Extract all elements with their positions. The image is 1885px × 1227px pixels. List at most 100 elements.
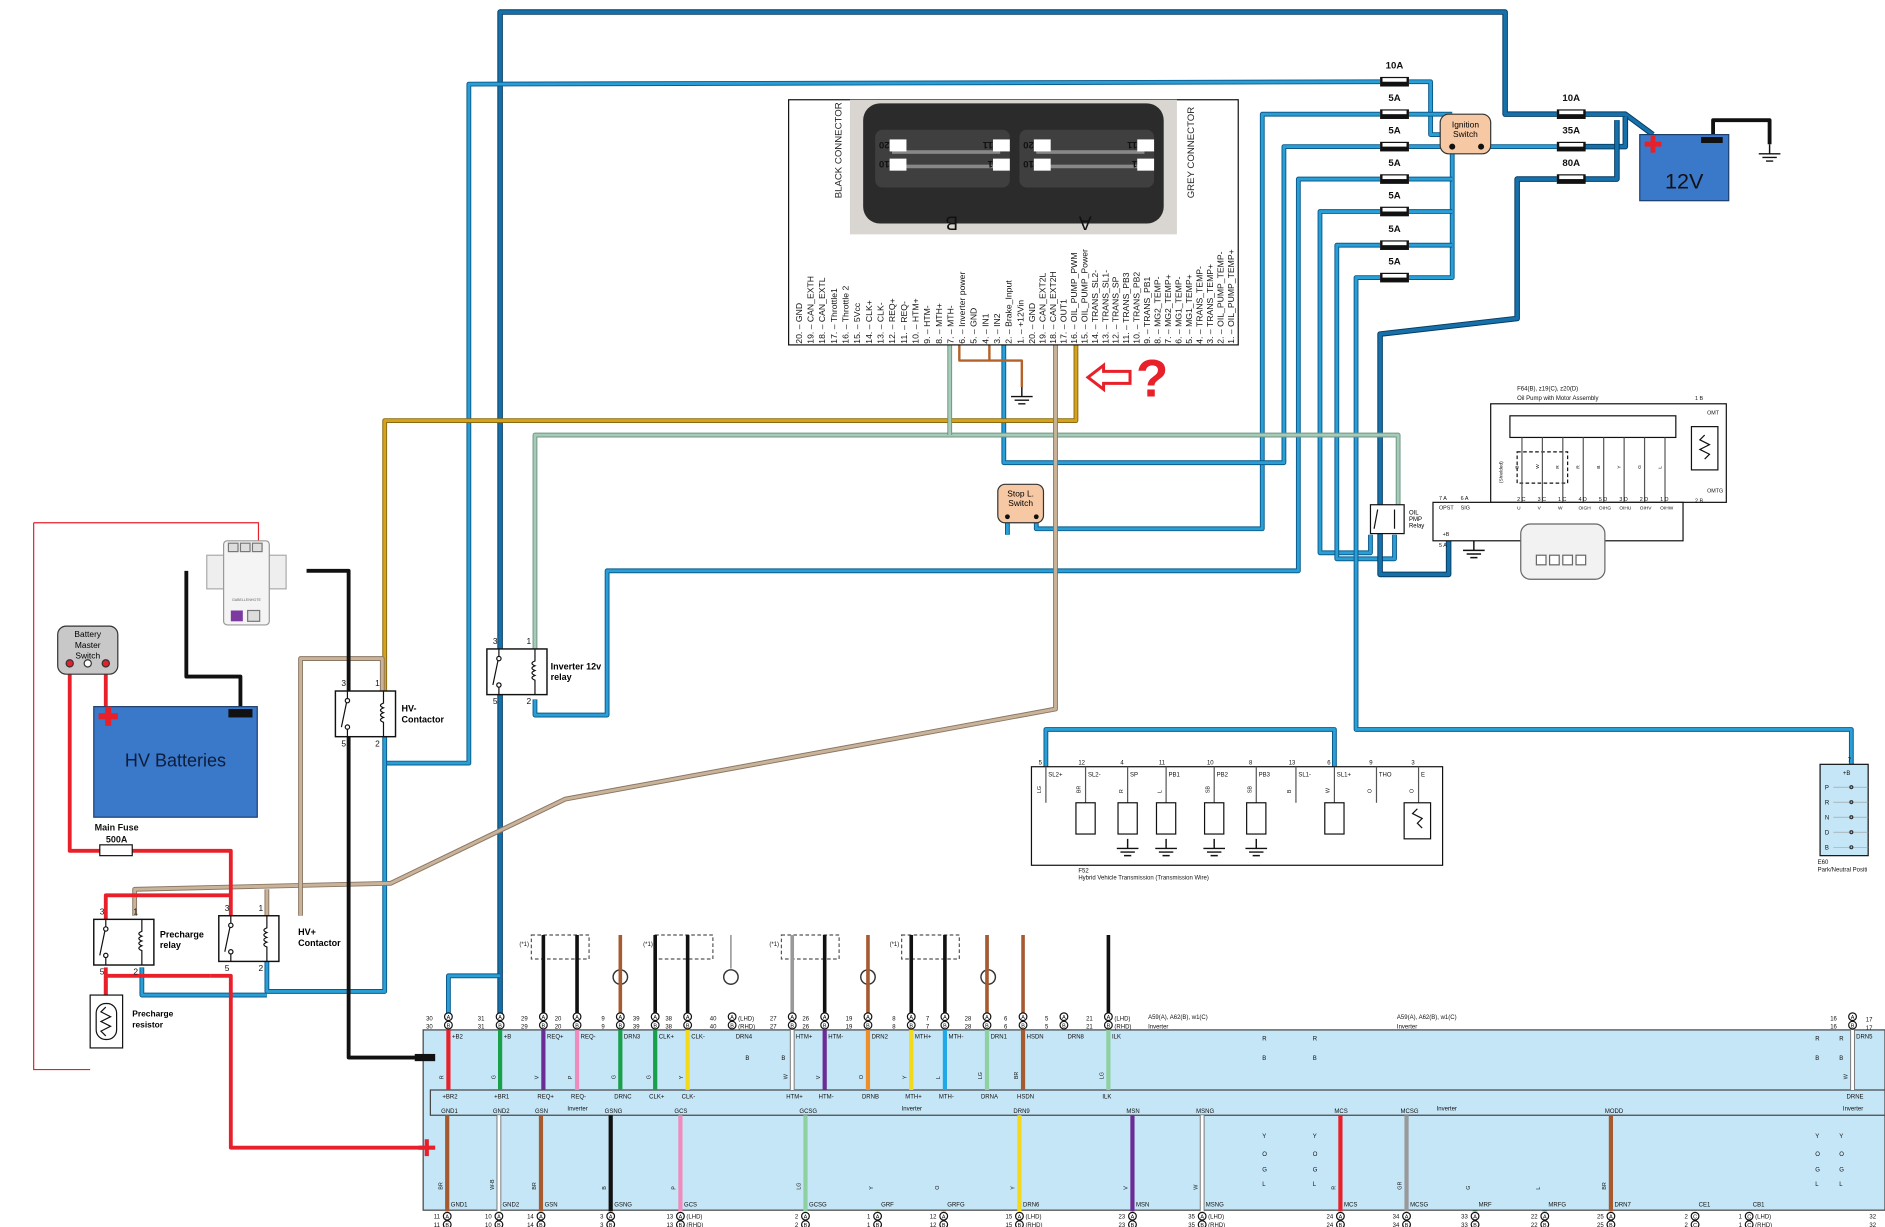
- connector-pin-a[interactable]: [1059, 1012, 1069, 1022]
- connector-pin-a[interactable]: [1470, 1211, 1480, 1221]
- connector-pin-b[interactable]: [820, 1020, 830, 1030]
- pin-letter: A: [686, 1015, 690, 1021]
- connector-pin-c[interactable]: [1744, 1220, 1754, 1227]
- transmission-id: F52: [1078, 868, 1089, 874]
- connector-pin-a[interactable]: [863, 1012, 873, 1022]
- connector-pin-a[interactable]: [982, 1012, 992, 1022]
- connector-pin-a[interactable]: [873, 1211, 883, 1221]
- connector-pin-a[interactable]: [801, 1211, 810, 1221]
- connector-pin-a[interactable]: [1014, 1211, 1024, 1221]
- connector-pin-b[interactable]: [443, 1020, 453, 1030]
- grey-connector-pin: 16. – OIL_PUMP_PWM: [1069, 252, 1079, 343]
- inverter-pin-number: 2: [1685, 1215, 1689, 1221]
- connector-pin-b[interactable]: [675, 1220, 685, 1227]
- connector-pin-a[interactable]: [650, 1012, 660, 1022]
- connector-pin-b[interactable]: [538, 1020, 548, 1030]
- connector-pin-b[interactable]: [801, 1220, 810, 1227]
- connector-pin-a[interactable]: [1197, 1211, 1207, 1221]
- control-label: OPST: [1439, 506, 1454, 512]
- connector-pin-a[interactable]: [1606, 1211, 1616, 1221]
- connector-pin-b[interactable]: [442, 1220, 452, 1227]
- connector-pin-a[interactable]: [615, 1012, 625, 1022]
- minus-terminal: [1701, 137, 1723, 144]
- connector-pin-a[interactable]: [940, 1012, 950, 1022]
- connector-pin-b[interactable]: [787, 1020, 797, 1030]
- connector-pin-b[interactable]: [1606, 1220, 1616, 1227]
- connector-pin-a[interactable]: [536, 1211, 546, 1221]
- connector-pin-b[interactable]: [873, 1220, 883, 1227]
- oil-pump-shielded: (Shielded): [1499, 461, 1505, 483]
- connector-pin-c[interactable]: [1690, 1211, 1700, 1221]
- connector-pin-b[interactable]: [536, 1220, 546, 1227]
- stop-switch-label: Stop L.Switch: [1007, 488, 1034, 508]
- connector-pin-a[interactable]: [1540, 1211, 1550, 1221]
- inverter-pin-number: 35: [1188, 1215, 1195, 1221]
- connector-pin-b[interactable]: [1197, 1220, 1207, 1227]
- connector-pin-b[interactable]: [1540, 1220, 1550, 1227]
- connector-pin-a[interactable]: [727, 1012, 737, 1022]
- connector-pin-a[interactable]: [906, 1012, 916, 1022]
- connector-pin-b[interactable]: [1402, 1220, 1411, 1227]
- connector-pin-b[interactable]: [863, 1020, 873, 1030]
- connector-pin-b[interactable]: [1059, 1020, 1069, 1030]
- oil-temp-sensor: [1690, 426, 1719, 471]
- connector-pin-b[interactable]: [1335, 1220, 1345, 1227]
- connector-pin-c[interactable]: [1744, 1211, 1754, 1221]
- connector-pin-a[interactable]: [1402, 1211, 1411, 1221]
- inverter-internal-name: GCSG: [799, 1109, 817, 1115]
- connector-pin-b[interactable]: [1103, 1020, 1113, 1030]
- connector-pin-a[interactable]: [683, 1012, 693, 1022]
- connector-pin-c[interactable]: [1690, 1220, 1700, 1227]
- transmission-pin: 3: [1411, 760, 1415, 766]
- connector-pin-a[interactable]: [538, 1012, 548, 1022]
- connector-pin-b[interactable]: [1018, 1020, 1028, 1030]
- connector-pin-b[interactable]: [1470, 1220, 1480, 1227]
- connector-pin-b[interactable]: [939, 1220, 949, 1227]
- connector-pin-a[interactable]: [1127, 1211, 1137, 1221]
- pin-letter: A: [498, 1015, 502, 1021]
- connector-pin-a[interactable]: [495, 1012, 505, 1022]
- fuse-highlight: [1382, 207, 1407, 212]
- connector-pin-b[interactable]: [615, 1020, 625, 1030]
- wire-color-code: L: [936, 1076, 942, 1079]
- connector-pin-a[interactable]: [1018, 1012, 1028, 1022]
- connector-pin-b[interactable]: [494, 1220, 504, 1227]
- connector-pin-a[interactable]: [1848, 1012, 1857, 1022]
- connector-pin-b[interactable]: [572, 1020, 582, 1030]
- connector-pin-a[interactable]: [939, 1211, 949, 1221]
- connector-pin-a[interactable]: [443, 1012, 453, 1022]
- connector-pin-b[interactable]: [940, 1020, 950, 1030]
- connector-pin-b[interactable]: [495, 1020, 505, 1030]
- connector-pin-b[interactable]: [1014, 1220, 1024, 1227]
- switch-terminal: [101, 659, 110, 668]
- connector-pin-a[interactable]: [820, 1012, 830, 1022]
- bus-color-code: O: [1815, 1152, 1820, 1158]
- connector-pin-a[interactable]: [442, 1211, 452, 1221]
- connector-pin-b[interactable]: [606, 1220, 616, 1227]
- inverter-pin-number: 10: [485, 1223, 492, 1227]
- connector-pin-b[interactable]: [1127, 1220, 1137, 1227]
- bms-module: [223, 540, 270, 626]
- inverter-pin-number: 39: [633, 1025, 640, 1031]
- inverter-internal-name: GND1: [441, 1109, 458, 1115]
- inverter-pin-number: 29: [521, 1025, 528, 1031]
- fuse-rating: 5A: [1388, 190, 1400, 201]
- connector-pin-b[interactable]: [650, 1020, 660, 1030]
- stop-light-switch[interactable]: [997, 483, 1045, 524]
- connector-pin-a[interactable]: [606, 1211, 616, 1221]
- inverter-pin-number: 34: [1393, 1215, 1400, 1221]
- connector-pin-b[interactable]: [982, 1020, 992, 1030]
- connector-pin-b[interactable]: [727, 1020, 737, 1030]
- connector-pin-b[interactable]: [906, 1020, 916, 1030]
- connector-pin-a[interactable]: [572, 1012, 582, 1022]
- connector-pin-b[interactable]: [683, 1020, 693, 1030]
- connector-pin-a[interactable]: [494, 1211, 504, 1221]
- connector-pin-a[interactable]: [1335, 1211, 1345, 1221]
- pin-letter: B: [1851, 1024, 1855, 1030]
- inverter-pin-number: 40: [710, 1016, 717, 1022]
- connector-pin-a[interactable]: [1103, 1012, 1113, 1022]
- connector-pin-a[interactable]: [787, 1012, 797, 1022]
- connector-pin-a[interactable]: [675, 1211, 685, 1221]
- connector-pin-b[interactable]: [1848, 1020, 1857, 1030]
